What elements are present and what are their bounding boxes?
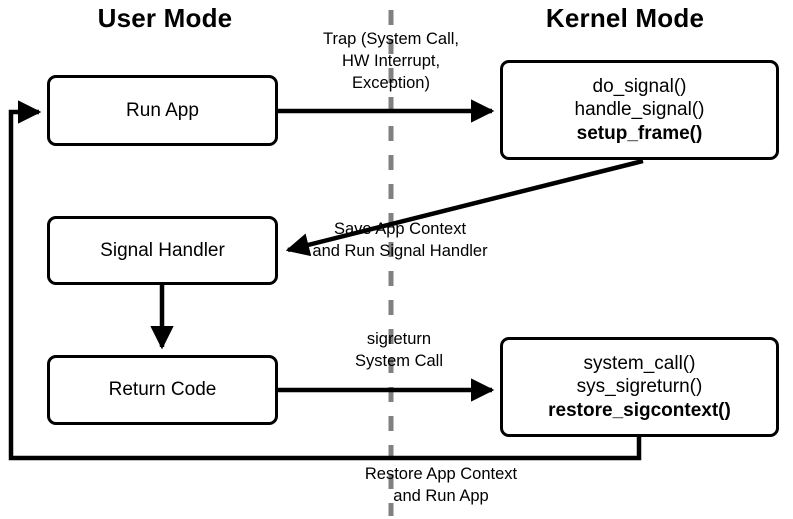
- edge-label-sigreturn-line-2: System Call: [354, 351, 444, 370]
- edge-label-trap: Trap (System Call, HW Interrupt, Excepti…: [282, 29, 500, 95]
- edge-restore-context-arrow: [8, 100, 642, 461]
- node-do-signal-line-1: do_signal(): [592, 76, 687, 98]
- node-run-app[interactable]: Run App: [47, 75, 278, 146]
- node-return-code-label: Return Code: [108, 379, 217, 401]
- node-do-signal-line-3: setup_frame(): [576, 122, 703, 144]
- edge-label-restore-context-line-2: and Run App: [393, 486, 489, 505]
- node-return-code[interactable]: Return Code: [47, 355, 278, 425]
- node-signal-handler-label: Signal Handler: [100, 239, 225, 261]
- edge-label-restore-context: Restore App Context and Run App: [296, 464, 586, 508]
- edge-label-trap-line-3: Exception): [352, 73, 430, 92]
- node-signal-handler[interactable]: Signal Handler: [47, 216, 278, 285]
- page-title-user-mode: User Mode: [97, 3, 233, 33]
- page-title-kernel-mode: Kernel Mode: [545, 3, 705, 33]
- node-run-app-label: Run App: [126, 99, 199, 121]
- node-system-call[interactable]: system_call() sys_sigreturn() restore_si…: [500, 337, 779, 437]
- edge-label-trap-line-2: HW Interrupt,: [341, 51, 441, 70]
- edge-label-sigreturn: sigreturn System Call: [290, 329, 508, 373]
- edge-label-save-context-line-1: Save App Context: [333, 220, 467, 238]
- edge-label-save-context: Save App Context and Run Signal Handler: [290, 219, 510, 263]
- edge-label-restore-context-line-1: Restore App Context: [364, 465, 518, 483]
- edge-label-sigreturn-line-1: sigreturn: [366, 330, 432, 348]
- node-system-call-line-3: restore_sigcontext(): [548, 399, 731, 421]
- edge-label-save-context-line-2: and Run Signal Handler: [312, 241, 488, 260]
- edge-label-trap-line-1: Trap (System Call,: [323, 30, 459, 48]
- node-system-call-line-1: system_call(): [583, 353, 696, 375]
- node-do-signal[interactable]: do_signal() handle_signal() setup_frame(…: [500, 60, 779, 160]
- node-do-signal-line-2: handle_signal(): [574, 99, 705, 121]
- edge-save-context-arrow: [285, 158, 644, 257]
- node-system-call-line-2: sys_sigreturn(): [576, 376, 703, 398]
